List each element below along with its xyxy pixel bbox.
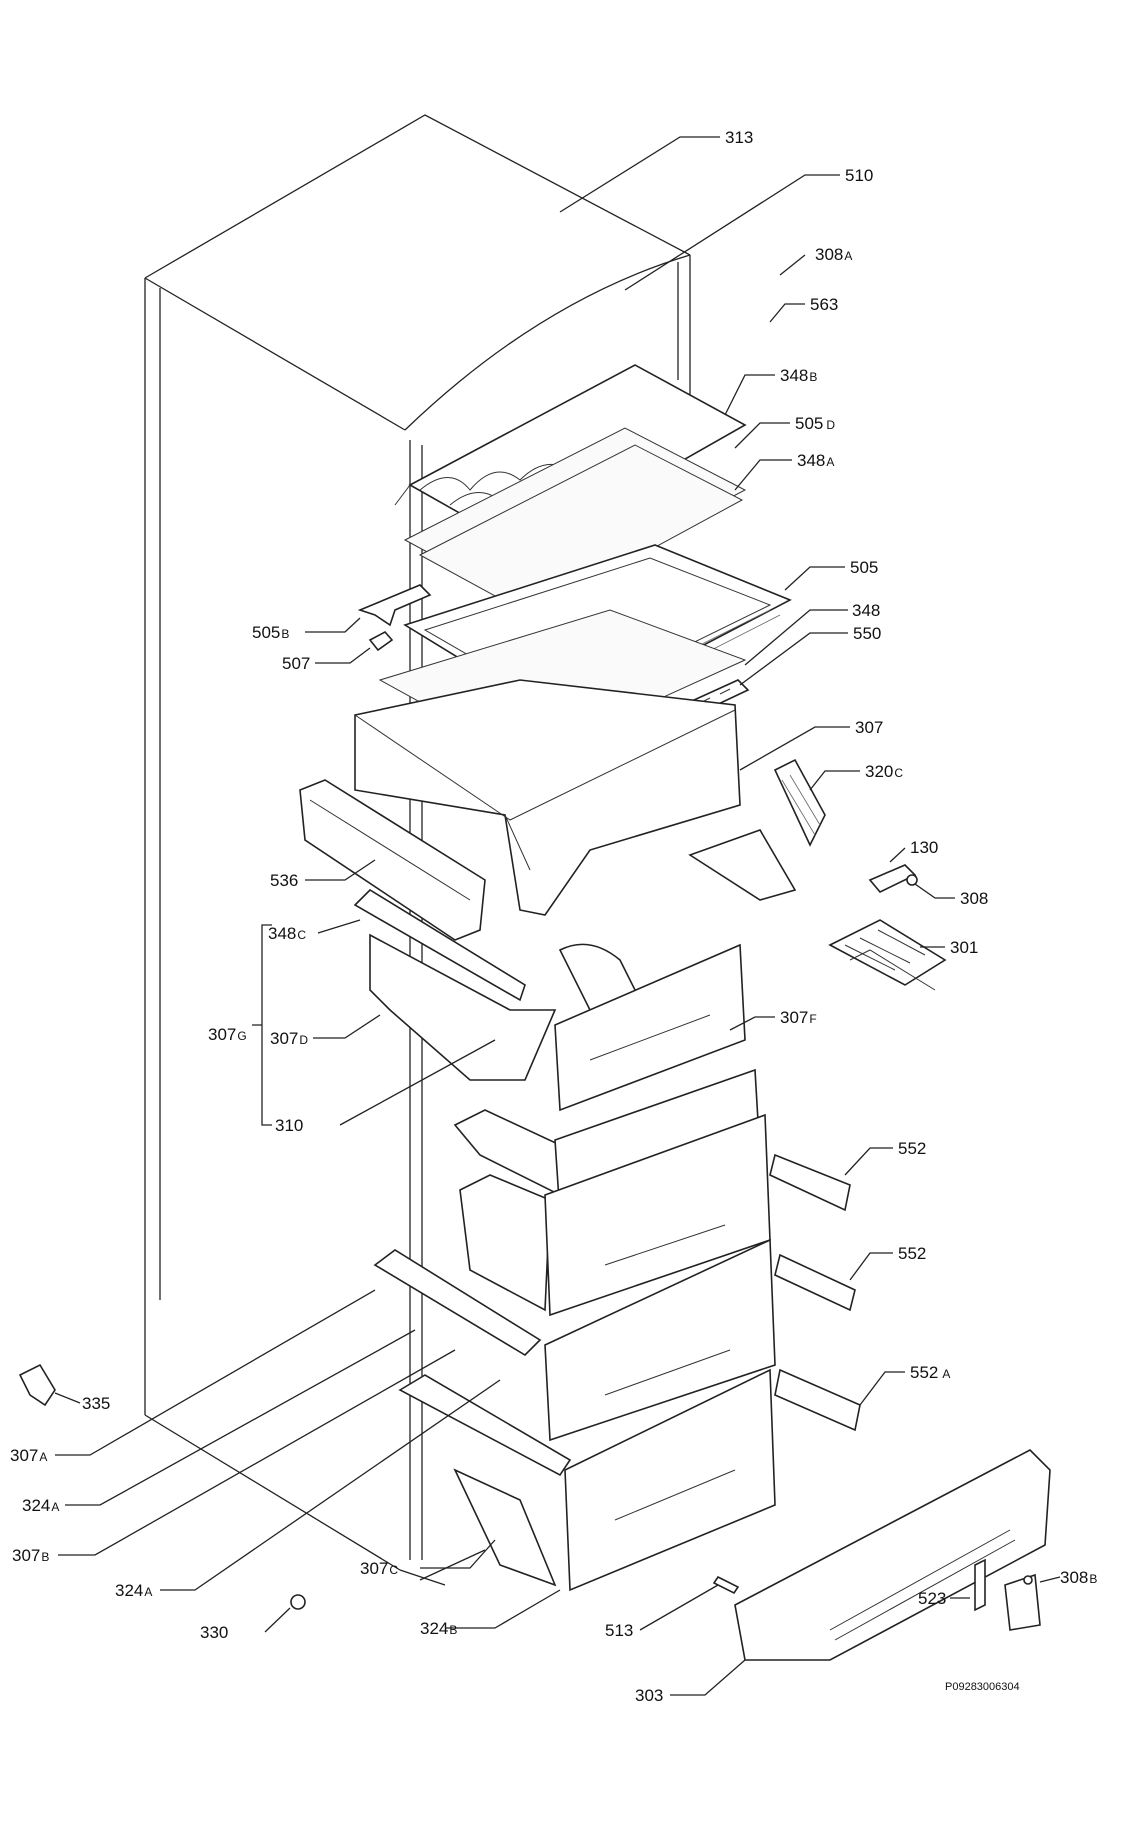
label-513: 513 <box>605 1621 633 1640</box>
label-301: 301 <box>950 938 978 957</box>
label-307b: 307B <box>12 1546 49 1565</box>
label-307g: 307G <box>208 1025 247 1044</box>
divider-plate <box>357 584 432 627</box>
group-brace <box>252 924 272 1126</box>
label-130: 130 <box>910 838 938 857</box>
leader-lines <box>54 136 1061 1696</box>
label-324a-lower: 324A <box>115 1581 152 1600</box>
hinge-bracket <box>868 864 918 893</box>
label-308a: 308A <box>815 245 852 264</box>
label-324b: 324B <box>420 1619 457 1638</box>
label-307d: 307D <box>270 1029 308 1048</box>
lower-door-bracket <box>1004 1573 1041 1631</box>
label-330: 330 <box>200 1623 228 1642</box>
ice-tray <box>828 919 947 991</box>
label-307f: 307F <box>780 1008 817 1027</box>
label-303: 303 <box>635 1686 663 1705</box>
label-324a-upper: 324A <box>22 1496 59 1515</box>
label-320c: 320C <box>865 762 903 781</box>
label-348: 348 <box>852 601 880 620</box>
drawer-runner-middle <box>774 1253 856 1312</box>
label-523: 523 <box>918 1589 946 1608</box>
label-536: 536 <box>270 871 298 890</box>
drawing-code: P09283006304 <box>945 1681 1020 1693</box>
label-310: 310 <box>275 1116 303 1135</box>
pin <box>712 1575 740 1595</box>
drawer-2 <box>459 1113 771 1317</box>
label-348c: 348C <box>268 924 306 943</box>
label-507: 507 <box>282 654 310 673</box>
drawer-4 <box>398 1368 776 1592</box>
vent-grille <box>773 758 826 847</box>
glass-shelf-upper <box>403 427 747 616</box>
label-550: 550 <box>853 624 881 643</box>
label-505: 505 <box>850 558 878 577</box>
mounting-clip <box>974 1558 986 1612</box>
label-552-upper: 552 <box>898 1139 926 1158</box>
label-563: 563 <box>810 295 838 314</box>
kick-plate <box>734 1449 1051 1661</box>
label-313: 313 <box>725 128 753 147</box>
drawer-cover <box>554 829 797 1112</box>
label-308b: 308B <box>1060 1568 1097 1587</box>
lower-hinge <box>18 1363 56 1407</box>
label-308: 308 <box>960 889 988 908</box>
label-505b: 505B <box>252 623 289 642</box>
drawer-runner-lower <box>774 1368 861 1432</box>
adjustable-foot <box>290 1594 306 1610</box>
label-552-middle: 552 <box>898 1244 926 1263</box>
label-307a: 307A <box>10 1446 47 1465</box>
label-307c: 307C <box>360 1559 398 1578</box>
label-307: 307 <box>855 718 883 737</box>
crisper-drawer <box>353 888 557 1081</box>
label-348a: 348A <box>797 451 834 470</box>
front-panel <box>299 779 486 941</box>
clip <box>368 630 394 652</box>
label-510: 510 <box>845 166 873 185</box>
label-348b: 348B <box>780 366 817 385</box>
storage-bin <box>354 679 741 916</box>
drawer-3 <box>373 1238 776 1442</box>
drawer-runner-upper <box>769 1153 851 1212</box>
label-335: 335 <box>82 1394 110 1413</box>
